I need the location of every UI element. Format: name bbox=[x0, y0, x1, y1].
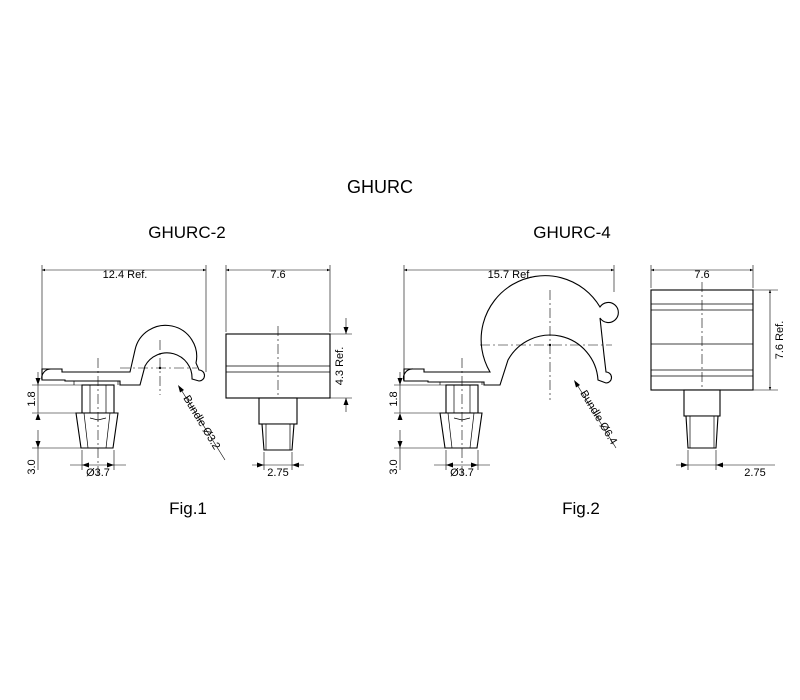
fig1-stem-dia-dim: Ø3.7 bbox=[86, 467, 110, 479]
fig2-width-dim: 7.6 bbox=[694, 269, 709, 281]
fig2-stem bbox=[439, 384, 483, 449]
drawing-title: GHURC bbox=[347, 177, 413, 197]
fig2-stem-dia-dim: Ø3.7 bbox=[450, 467, 474, 479]
fig1-width-dim: 7.6 bbox=[270, 269, 285, 281]
figure-label-2: Fig.2 bbox=[562, 499, 600, 518]
fig1-height-dim: 4.3 Ref. bbox=[334, 347, 346, 386]
model-label-2: GHURC-4 bbox=[533, 223, 610, 242]
fig2-bundle-dim: Bundle Ø6.4 bbox=[577, 388, 619, 447]
fig2-height-dim: 7.6 Ref. bbox=[774, 321, 786, 360]
fig1-stem-len-dim: 3.0 bbox=[26, 459, 38, 474]
fig2-stem-top-dim: 1.8 bbox=[388, 391, 400, 406]
fig2-side-view bbox=[650, 265, 778, 470]
fig2-tip-dim: 2.75 bbox=[744, 467, 765, 479]
fig2-front-view bbox=[394, 265, 619, 478]
fig1-front-view: 1.8 3.0 bbox=[26, 265, 226, 478]
model-label-1: GHURC-2 bbox=[148, 223, 225, 242]
fig2-length-dim: 15.7 Ref. bbox=[488, 269, 533, 281]
fig1-length-dim-text: 12.4 Ref. bbox=[103, 269, 148, 281]
fig1-stem-top-dim: 1.8 bbox=[26, 391, 38, 406]
fig1-side-view bbox=[225, 265, 352, 470]
fig1-tip-dim: 2.75 bbox=[267, 467, 288, 479]
fig1-stem bbox=[75, 384, 119, 449]
fig1-bundle-dim: Bundle Ø3.2 bbox=[180, 393, 222, 452]
figure-label-1: Fig.1 bbox=[169, 499, 207, 518]
fig2-stem-len-dim: 3.0 bbox=[388, 459, 400, 474]
